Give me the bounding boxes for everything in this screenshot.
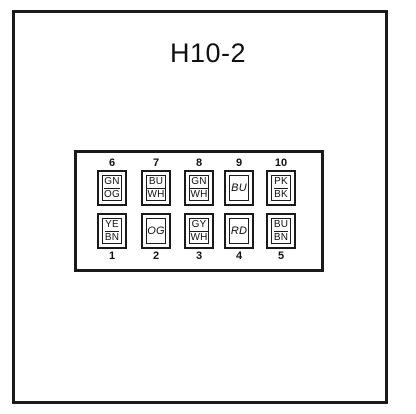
wire-color-label: GN — [104, 176, 120, 187]
wire-color-label: GY — [191, 219, 207, 230]
pin-number-3: 3 — [195, 250, 203, 262]
pin-number-6: 6 — [108, 157, 116, 169]
diagram-frame — [12, 10, 388, 404]
wire-color-label: WH — [147, 188, 165, 200]
wire-color-label: BN — [104, 231, 120, 243]
wire-color-label: BU — [148, 176, 164, 187]
pin-number-1: 1 — [108, 250, 116, 262]
pin-number-5: 5 — [277, 250, 285, 262]
pin-number-4: 4 — [235, 250, 243, 262]
connector-body — [74, 150, 324, 272]
wire-color-label: OG — [104, 188, 120, 200]
wire-color-label: BU — [231, 181, 247, 194]
pin-cavity-9: BU — [224, 170, 254, 206]
wire-color-label: BU — [273, 219, 289, 230]
pin-number-9: 9 — [235, 157, 243, 169]
wire-color-label: OG — [147, 224, 165, 237]
wire-color-label: GN — [191, 176, 207, 187]
pin-number-2: 2 — [152, 250, 160, 262]
pin-number-10: 10 — [274, 157, 288, 169]
wire-color-label: WH — [190, 188, 208, 200]
wire-color-label: BK — [274, 188, 288, 200]
pin-cavity-2: OG — [141, 213, 171, 249]
wire-color-label: BN — [273, 231, 289, 243]
wire-color-label: RD — [230, 224, 248, 237]
wire-color-label: WH — [190, 231, 208, 243]
pin-cavity-4: RD — [224, 213, 254, 249]
pin-number-7: 7 — [152, 157, 160, 169]
pin-number-8: 8 — [195, 157, 203, 169]
wire-color-label: PK — [274, 176, 288, 187]
wire-color-label: YE — [105, 219, 119, 230]
connector-title: H10-2 — [169, 38, 247, 68]
